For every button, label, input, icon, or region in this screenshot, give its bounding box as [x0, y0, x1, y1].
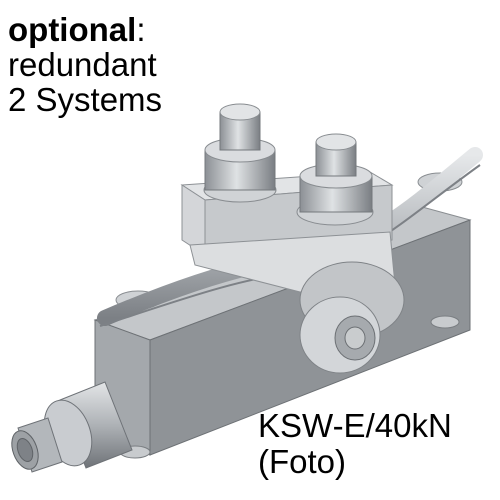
model-caption: KSW-E/40kN (Foto) — [258, 408, 452, 480]
model-name: KSW-E/40kN — [258, 407, 452, 444]
caption-line-systems: 2 Systems — [8, 81, 163, 118]
caption-top: optional: redundant 2 Systems — [8, 12, 162, 117]
load-sensor — [299, 261, 405, 374]
clamp-bolt-right — [296, 133, 374, 226]
caption-line-optional: optional: — [8, 12, 162, 47]
caption-optional-colon: : — [136, 11, 146, 48]
caption-line-redundant: redundant — [8, 46, 157, 83]
cable-connector — [11, 381, 133, 473]
block-foot-right — [430, 315, 460, 329]
caption-optional-bold: optional — [8, 11, 137, 48]
model-note: (Foto) — [258, 443, 347, 480]
clamp-bolt-left — [203, 103, 277, 203]
